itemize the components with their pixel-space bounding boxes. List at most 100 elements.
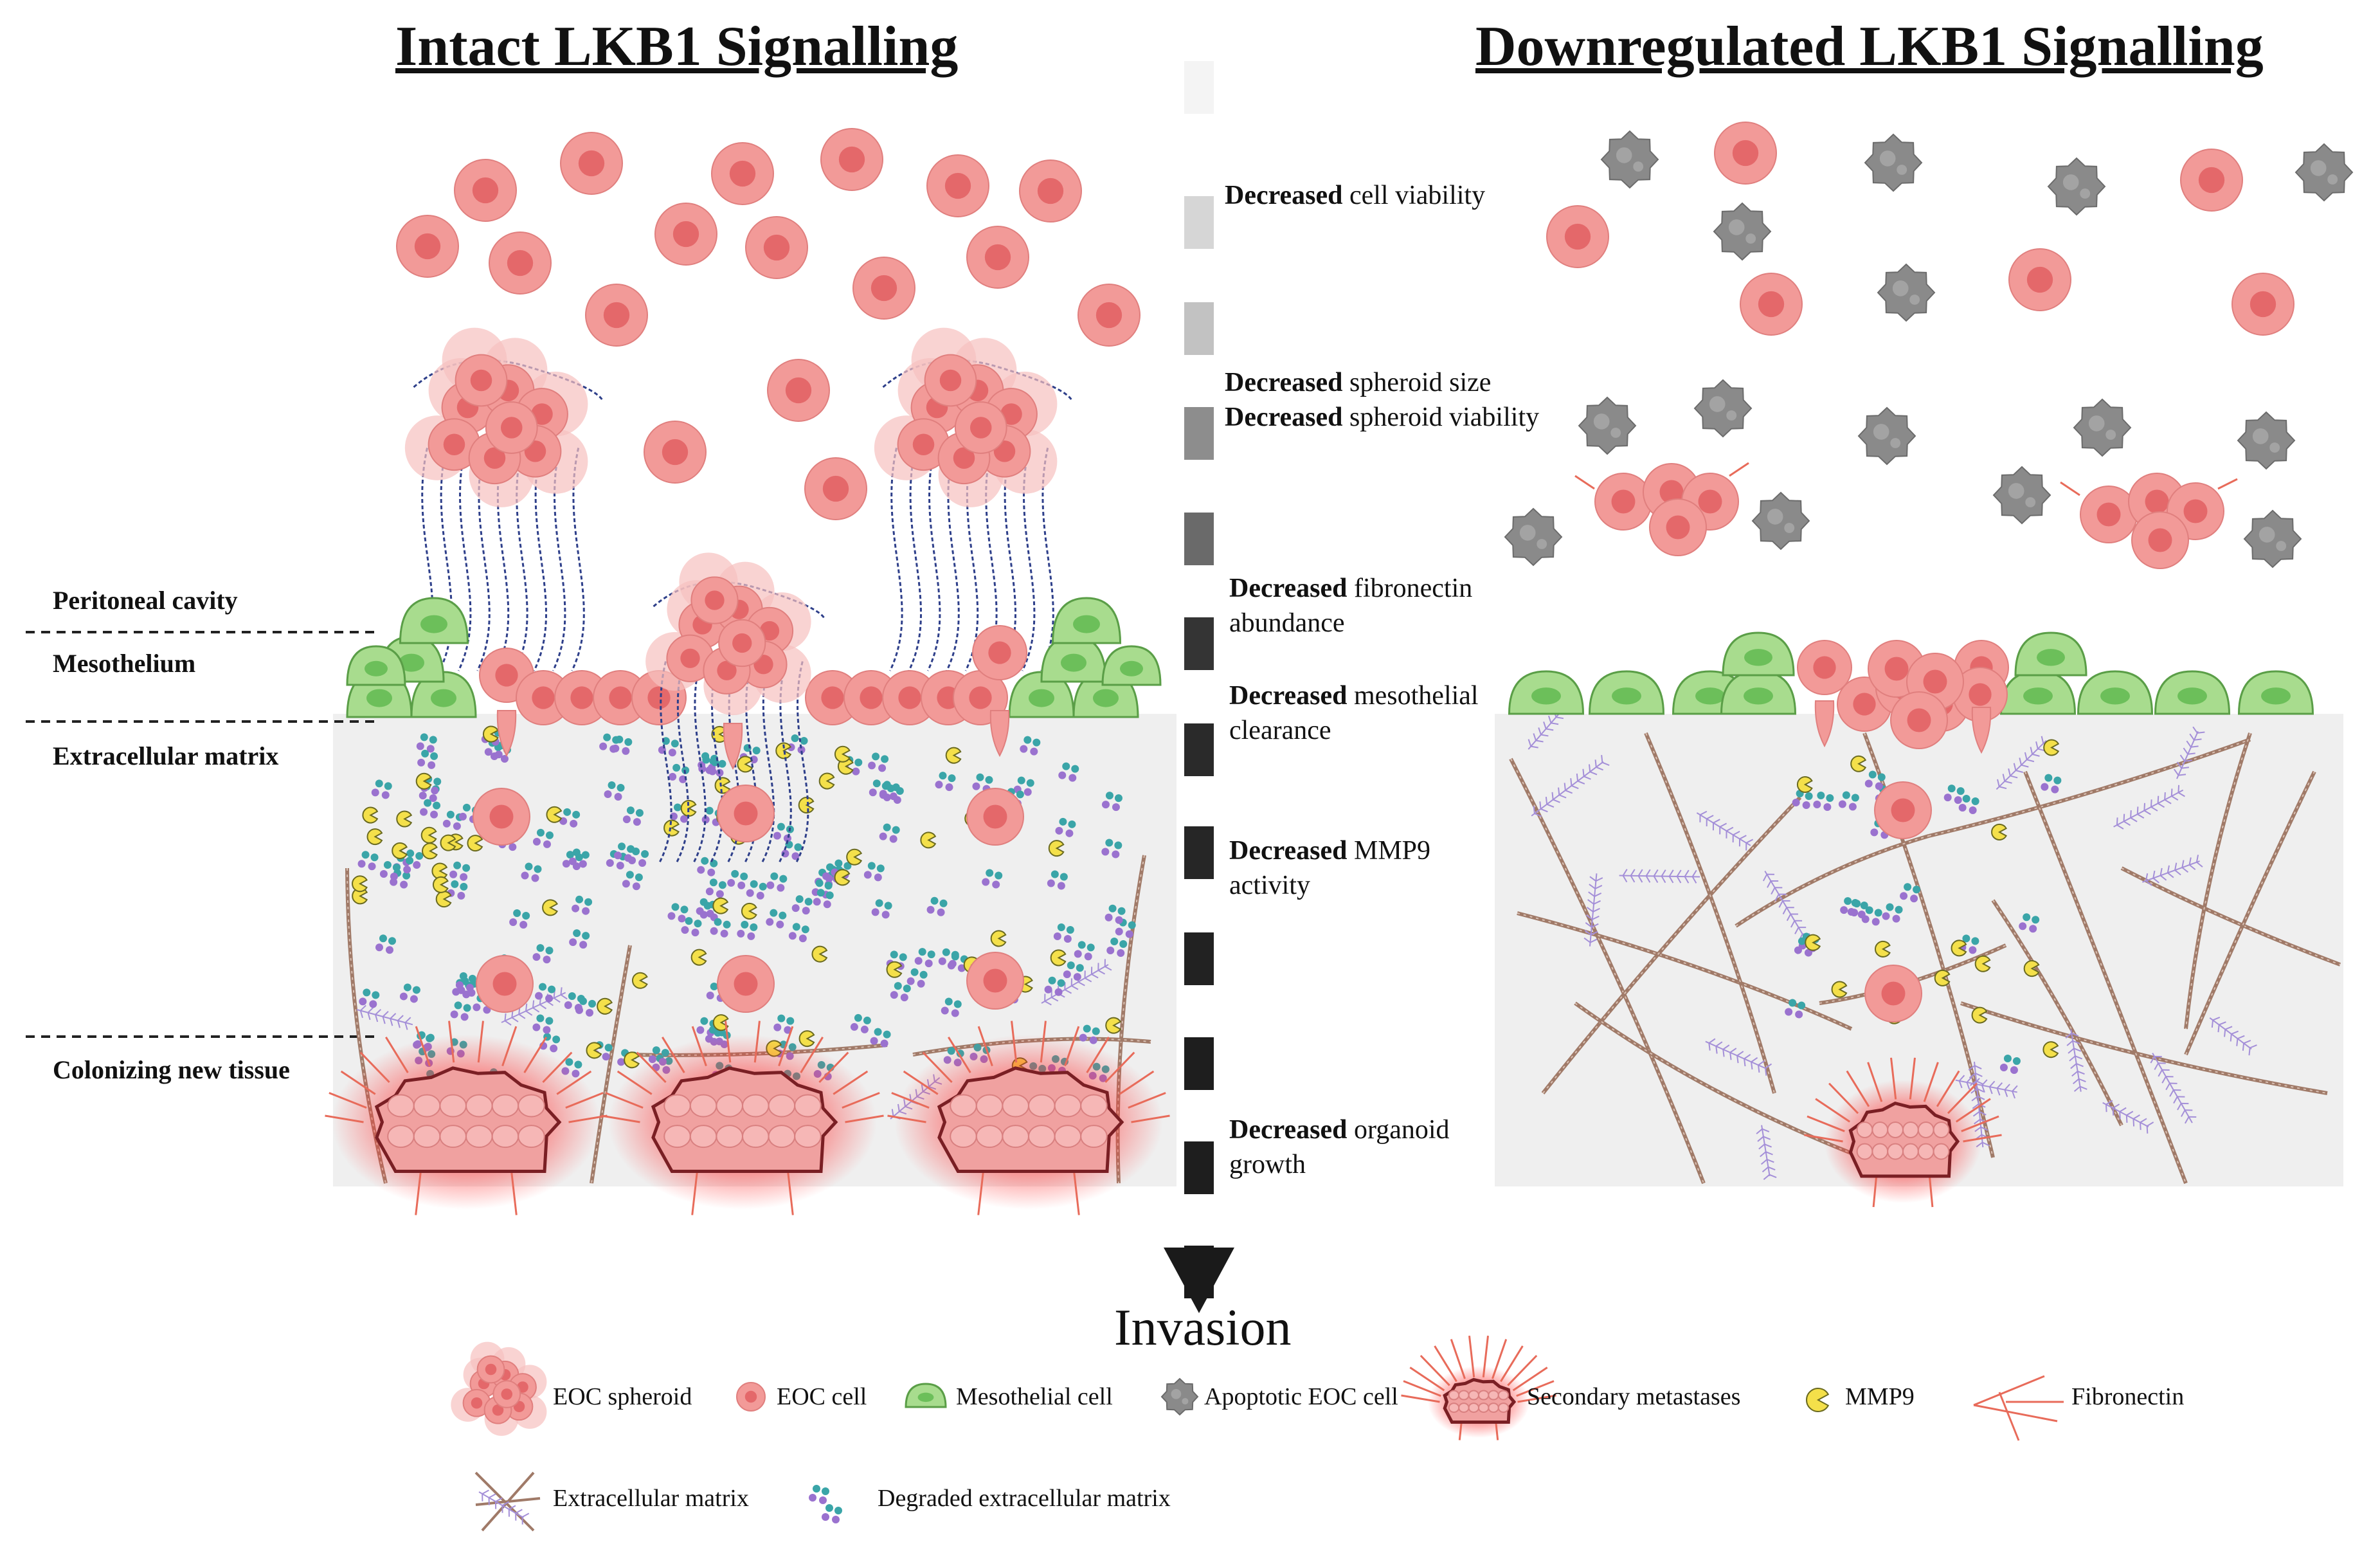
degraded-ecm	[1106, 937, 1128, 957]
ecm-branch	[478, 1489, 530, 1525]
mmp9-molecule	[432, 876, 449, 893]
mmp9-molecule	[680, 800, 697, 817]
title-intact: Intact LKB1 Signalling	[395, 15, 959, 78]
effect-spheroid-size: Decreased spheroid size	[1225, 365, 1585, 400]
ecm-branch	[1041, 959, 1112, 1006]
ecm-branch	[2209, 1017, 2257, 1056]
effect-cell-viability: Decreased cell viability	[1225, 178, 1585, 213]
zone-mesothelium: Mesothelium	[53, 649, 196, 678]
degraded-ecm	[766, 909, 787, 929]
invading-cell-process	[723, 723, 743, 770]
effect-text: cell viability	[1342, 181, 1486, 210]
effect-fibronectin: Decreased fibronectin abundance	[1229, 571, 1531, 640]
degraded-ecm	[379, 861, 401, 881]
mmp9-molecule	[834, 869, 851, 886]
eoc-cell	[717, 955, 775, 1013]
eoc-cell	[690, 576, 739, 624]
mmp9-molecule	[741, 903, 757, 920]
mmp9-molecule	[1050, 949, 1067, 967]
mmp9-molecule	[2042, 1041, 2059, 1058]
degraded-ecm	[420, 799, 441, 819]
degraded-ecm	[870, 1028, 891, 1048]
fibronectin-icon	[1973, 1375, 2064, 1441]
secondary-metastasis	[1401, 1336, 1556, 1440]
eoc-cell	[820, 128, 883, 191]
eoc-cell	[767, 359, 830, 422]
legend-label: EOC spheroid	[553, 1383, 692, 1410]
mmp9-molecule	[1105, 1017, 1122, 1034]
apoptotic-cell	[2073, 398, 2132, 457]
secondary-metastasis	[601, 1021, 884, 1215]
mesothelial-cell	[1722, 631, 1795, 677]
effect-text: fibronectin abundance	[1229, 574, 1473, 638]
eoc-cell	[666, 634, 714, 682]
mesothelial-cell	[1720, 670, 1797, 715]
fibronectin-strand	[2060, 481, 2080, 496]
apoptotic-cell	[2294, 143, 2354, 202]
apoptotic-cell	[2237, 411, 2296, 470]
mmp9-molecule	[2023, 960, 2040, 977]
mesothelial-cell	[2014, 631, 2087, 677]
degraded-ecm	[787, 734, 808, 754]
effect-bold: Decreased	[1225, 181, 1343, 210]
mmp9-molecule	[1048, 840, 1065, 857]
arrow-segment	[1184, 826, 1214, 879]
mmp9-molecule	[467, 835, 483, 852]
mmp9-molecule	[690, 949, 707, 966]
effect-bold: Decreased	[1229, 574, 1348, 603]
degraded-ecm	[697, 857, 718, 876]
mmp9-molecule	[420, 826, 437, 844]
eoc-cell	[954, 401, 1007, 454]
ecm-fibre	[1991, 899, 2123, 1127]
degraded-ecm	[1047, 870, 1068, 890]
degraded-ecm	[1840, 897, 1861, 917]
mesothelial-cell	[1051, 597, 1122, 644]
eoc-cell	[2080, 486, 2138, 543]
legend-label: Fibronectin	[2071, 1383, 2185, 1410]
arrow-segment	[1184, 723, 1214, 776]
mmp9-molecule	[886, 961, 903, 978]
mmp9-molecule	[1934, 969, 1951, 986]
eoc-cell	[593, 670, 648, 725]
mmp9-molecule	[482, 725, 499, 743]
ecm-branch	[1619, 869, 1700, 884]
effect-text: organoid growth	[1229, 1115, 1450, 1179]
degraded-ecm	[564, 992, 585, 1012]
mmp9-molecule	[663, 819, 680, 837]
title-downregulated: Downregulated LKB1 Signalling	[1475, 15, 2264, 78]
ecm-branch	[1756, 1125, 1777, 1180]
eoc-cell	[926, 154, 989, 217]
arrow-label-invasion: Invasion	[1114, 1300, 1292, 1356]
mmp9-molecule	[422, 842, 438, 860]
effect-text: spheroid viability	[1342, 403, 1540, 432]
mmp9-molecule	[1831, 981, 1848, 998]
mmp9-molecule	[798, 1030, 815, 1048]
mmp9-molecule	[1806, 1388, 1830, 1412]
legend-label: Degraded extracellular matrix	[878, 1485, 1171, 1512]
mmp9-molecule	[542, 899, 558, 916]
arrow-segment	[1184, 1141, 1214, 1194]
zone-extracellular-matrix: Extracellular matrix	[53, 741, 279, 770]
degraded-ecm	[1020, 736, 1041, 756]
degraded-ecm	[727, 869, 748, 889]
legend-label: Mesothelial cell	[956, 1383, 1113, 1410]
ecm-fibre	[2023, 770, 2188, 1185]
eoc-cell	[1546, 205, 1609, 268]
eoc-cell	[396, 215, 459, 278]
degraded-ecm	[359, 988, 380, 1008]
degraded-ecm	[535, 983, 556, 1003]
mmp9-molecule	[396, 810, 413, 828]
effect-text: spheroid size	[1342, 368, 1492, 397]
degraded-ecm	[402, 849, 424, 869]
ecm-branch	[1696, 810, 1754, 851]
degraded-ecm	[822, 863, 843, 883]
degraded-ecm	[1882, 903, 1903, 923]
legend-label: MMP9	[1845, 1383, 1915, 1410]
mesothelial-cell	[905, 1383, 947, 1408]
eoc-cell	[473, 788, 530, 846]
mmp9-molecule	[1796, 776, 1813, 793]
mmp9-molecule	[546, 806, 563, 823]
apoptotic-cell	[1857, 406, 1916, 466]
degraded-ecm	[681, 917, 702, 937]
